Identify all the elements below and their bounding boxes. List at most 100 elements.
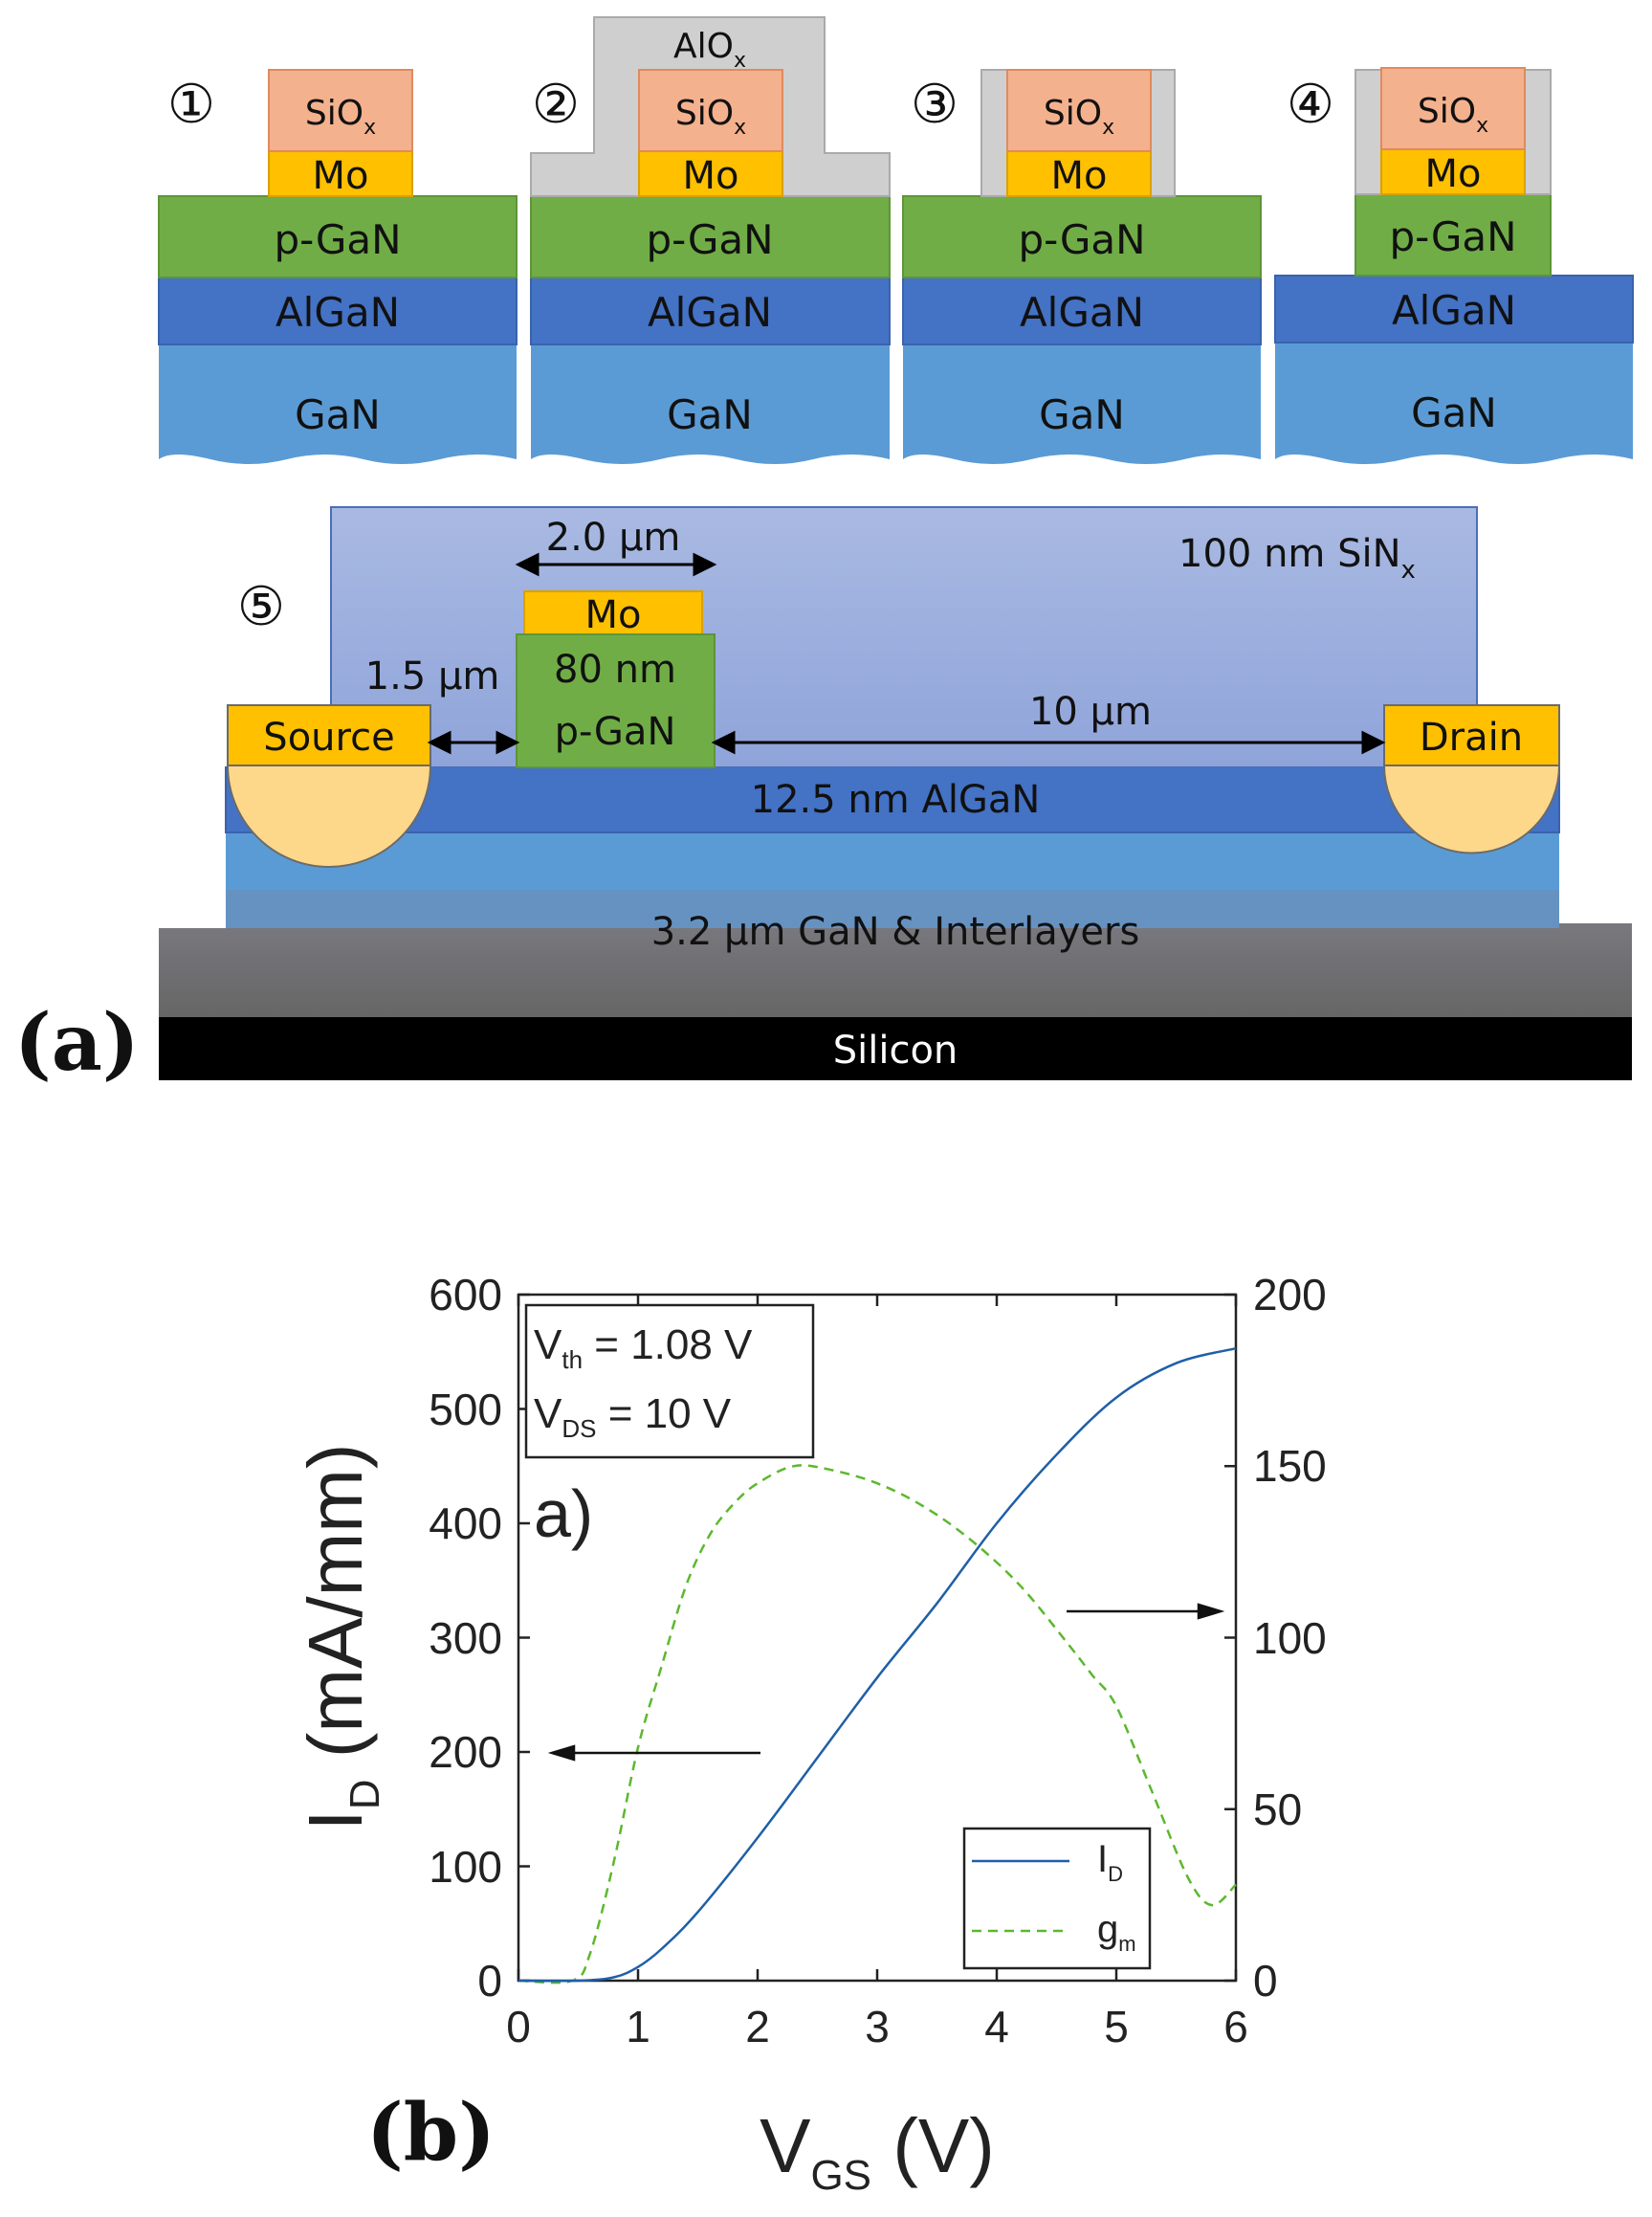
- arrowhead: [547, 1744, 576, 1762]
- step-number-5: ⑤: [237, 576, 285, 638]
- y-left-tick-label: 500: [429, 1385, 502, 1434]
- step-1: ① SiOx Mo p-GaN AlGaN GaN: [158, 69, 518, 464]
- arrowhead: [427, 730, 452, 755]
- inner-panel-label: a): [534, 1476, 593, 1551]
- pgan-layer-4: [1355, 193, 1552, 277]
- algan-label-1: AlGaN: [275, 289, 400, 336]
- x-tick-labels: 0 1 2 3 4 5 6: [506, 2002, 1248, 2051]
- series-id-line: [518, 1346, 1237, 1983]
- pgan-label-2: p-GaN: [646, 216, 773, 263]
- gate-metal: [523, 590, 703, 635]
- algan-barrier: [225, 766, 1560, 833]
- gs-spacing-label: 1.5 µm: [365, 654, 500, 698]
- y-left-tick-labels: 0 100 200 300 400 500 600: [429, 1270, 502, 2006]
- algan-layer-4: [1274, 275, 1634, 344]
- siox-layer-1: [268, 69, 413, 152]
- y-left-tick-label: 0: [477, 1956, 502, 2006]
- axis-indicator-arrows: [547, 1603, 1225, 1762]
- x-tick-label: 3: [865, 2002, 890, 2051]
- pgan-label-3: p-GaN: [1018, 216, 1145, 263]
- vds-annotation: VDS = 10 V: [534, 1390, 732, 1443]
- siox-label-4: SiOx: [1418, 92, 1488, 138]
- algan-label-4: AlGaN: [1392, 287, 1516, 334]
- pgan-layer-1: [158, 195, 518, 278]
- x-tick-label: 0: [506, 2002, 531, 2051]
- step-number-3: ③: [911, 74, 958, 136]
- pgan-layer-3: [902, 195, 1262, 278]
- siox-label-3: SiOx: [1044, 94, 1114, 140]
- pgan-gate-label: p-GaN: [555, 710, 676, 754]
- y-left-tick-label: 200: [429, 1727, 502, 1777]
- y-right-tick-label: 200: [1253, 1270, 1327, 1319]
- sinx-label: 100 nm SiNx: [1178, 532, 1416, 585]
- panel-a-label: (a): [14, 997, 140, 1089]
- siox-layer-3: [1006, 69, 1152, 152]
- source-contact: [227, 704, 431, 766]
- y-right-tick-label: 150: [1253, 1441, 1327, 1491]
- gate-metal-label: Mo: [585, 593, 642, 637]
- silicon-label: Silicon: [833, 1029, 958, 1073]
- gan-label-1: GaN: [295, 391, 381, 438]
- step-3: ③ SiOx Mo p-GaN AlGaN GaN: [902, 69, 1262, 464]
- arrowhead: [693, 552, 717, 577]
- arrowhead: [515, 552, 540, 577]
- y-right-tick-label: 50: [1253, 1785, 1302, 1834]
- gd-spacing-label: 10 µm: [1029, 690, 1152, 734]
- pgan-label-1: p-GaN: [274, 216, 401, 263]
- x-tick-label: 5: [1104, 2002, 1129, 2051]
- mo-layer-2: [638, 150, 783, 197]
- pgan-label-4: p-GaN: [1389, 213, 1516, 260]
- x-axis-title: VGS (V): [760, 2103, 995, 2199]
- y-left-tick-label: 600: [429, 1270, 502, 1319]
- step-number-2: ②: [532, 74, 580, 136]
- silicon-substrate: [159, 1017, 1632, 1080]
- algan-layer-2: [530, 277, 891, 345]
- step-number-1: ①: [167, 74, 215, 136]
- pgan-gate: [516, 633, 716, 768]
- y-axis-title: ID (mA/mm): [293, 1443, 388, 1830]
- arrowhead: [711, 730, 736, 755]
- step-number-4: ④: [1287, 74, 1334, 136]
- vth-annotation: Vth = 1.08 V: [534, 1321, 753, 1374]
- mo-label-3: Mo: [1051, 154, 1108, 198]
- gan-label-2: GaN: [667, 391, 753, 438]
- step-4: ④ SiOx Mo p-GaN AlGaN GaN: [1274, 67, 1634, 464]
- x-tick-label: 1: [626, 2002, 650, 2051]
- gate-width-label: 2.0 µm: [546, 516, 681, 560]
- mo-layer-4: [1380, 148, 1526, 195]
- gan-label-3: GaN: [1039, 391, 1125, 438]
- arrowhead: [496, 730, 520, 755]
- dimension-arrows: [427, 552, 1386, 755]
- mo-layer-3: [1006, 150, 1152, 197]
- device-cross-section: ⑤ Silicon 3.2 µm GaN & Interlayers 12.5 …: [159, 506, 1632, 1080]
- drain-label: Drain: [1420, 716, 1523, 760]
- series-gm-line: [518, 1464, 1237, 1984]
- transfer-chart: 0 1 2 3 4 5 6 0 100 200 300 400 500 600 …: [293, 1270, 1327, 2199]
- siox-label-1: SiOx: [305, 94, 376, 140]
- mo-layer-1: [268, 150, 413, 197]
- info-box: [524, 1303, 815, 1459]
- legend-label-id: ID: [1097, 1838, 1123, 1886]
- legend-box: [962, 1827, 1152, 1970]
- y-left-tick-label: 300: [429, 1613, 502, 1663]
- panel-b-label: (b): [366, 2087, 496, 2179]
- arrowhead: [1197, 1603, 1225, 1620]
- barrier-label: 12.5 nm AlGaN: [751, 778, 1041, 822]
- y-left-tick-label: 100: [429, 1842, 502, 1892]
- alox-label-2: AlOx: [673, 27, 746, 73]
- siox-label-2: SiOx: [675, 94, 746, 140]
- source-label: Source: [263, 716, 394, 760]
- tick-marks: [517, 1293, 1238, 1983]
- x-tick-label: 2: [745, 2002, 770, 2051]
- siox-layer-4: [1380, 67, 1526, 150]
- drain-contact: [1383, 704, 1560, 766]
- buffer-label: 3.2 µm GaN & Interlayers: [651, 910, 1140, 954]
- algan-label-2: AlGaN: [648, 289, 772, 336]
- y-left-tick-label: 400: [429, 1498, 502, 1548]
- x-tick-label: 6: [1223, 2002, 1248, 2051]
- step-2: ② AlOx SiOx Mo p-GaN AlGaN GaN: [530, 16, 891, 464]
- siox-layer-2: [638, 69, 783, 152]
- buffer-shading: [226, 890, 1559, 928]
- arrowhead: [1361, 730, 1386, 755]
